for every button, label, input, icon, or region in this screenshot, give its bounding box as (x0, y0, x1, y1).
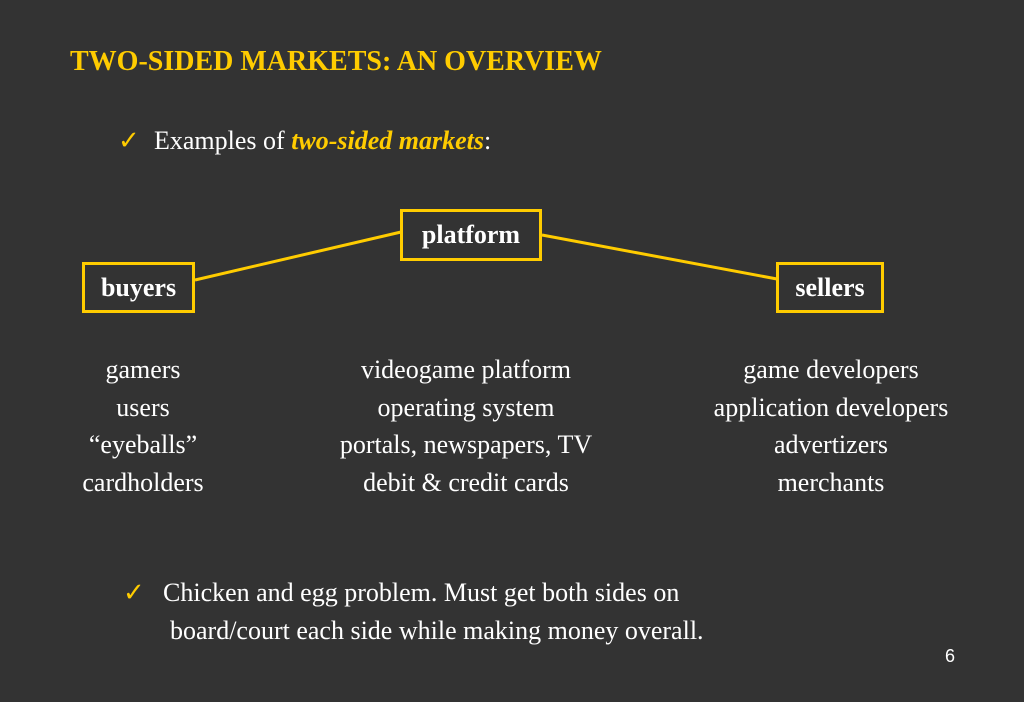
bullet-examples-prefix: Examples of (154, 126, 292, 155)
buyers-example: users (116, 392, 170, 422)
sellers-example: advertizers (773, 430, 889, 459)
connector-platform-sellers (541, 233, 778, 281)
buyers-examples-column: gamers users “eyeballs” cardholders (50, 351, 236, 501)
platform-label: platform (421, 220, 521, 249)
bullet-chicken-egg: ✓ Chicken and egg problem. Must get both … (123, 574, 704, 650)
buyers-example: gamers (105, 355, 181, 384)
buyers-example: cardholders (82, 467, 204, 497)
checkmark-icon: ✓ (118, 126, 140, 155)
bullet-examples-emphasis: two-sided markets (291, 126, 485, 155)
checkmark-icon: ✓ (123, 578, 145, 607)
buyers-label: buyers (100, 272, 177, 302)
bullet-chicken-egg-line1: Chicken and egg problem. Must get both s… (163, 578, 680, 607)
platform-example: portals, newspapers, TV (339, 430, 593, 459)
platform-example: videogame platform (360, 355, 572, 384)
sellers-box: sellers (776, 262, 884, 313)
sellers-example: application developers (713, 392, 949, 422)
platform-example: operating system (377, 392, 555, 422)
sellers-example: game developers (743, 355, 919, 384)
bullet-chicken-egg-line2: board/court each side while making money… (170, 616, 704, 645)
bullet-examples-suffix: : (484, 126, 492, 155)
sellers-label: sellers (795, 272, 865, 302)
platform-examples-column: videogame platform operating system port… (296, 351, 636, 501)
page-number: 6 (945, 646, 956, 666)
buyers-box: buyers (82, 262, 195, 313)
sellers-examples-column: game developers application developers a… (676, 351, 986, 501)
platform-box: platform (400, 209, 542, 261)
slide-title: TWO-SIDED MARKETS: AN OVERVIEW (70, 46, 602, 77)
bullet-examples: ✓ Examples of two-sided markets: (118, 126, 491, 156)
buyers-example: “eyeballs” (88, 430, 198, 459)
platform-example: debit & credit cards (363, 467, 569, 497)
connector-buyers-platform (194, 230, 402, 282)
sellers-example: merchants (777, 467, 885, 497)
